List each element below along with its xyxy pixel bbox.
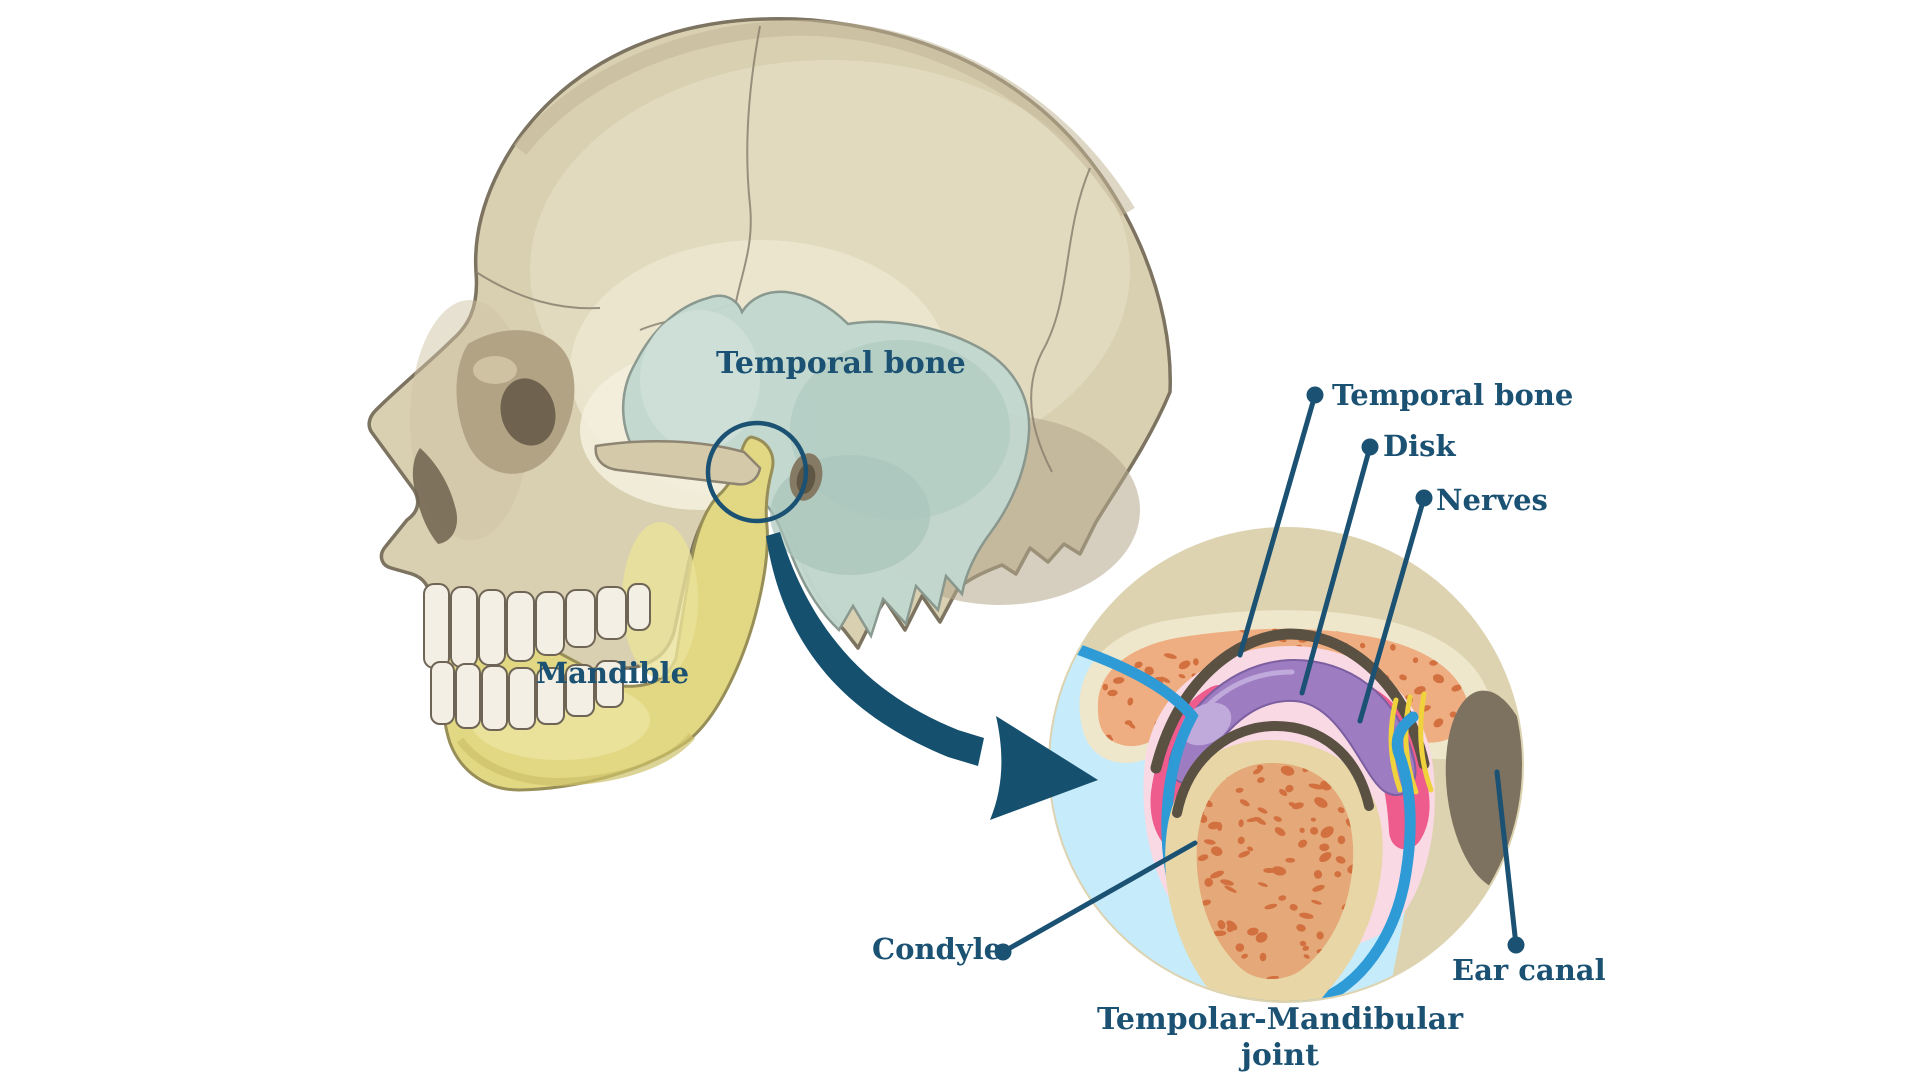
leader-dot-ear-canal [1507, 936, 1525, 954]
inset-fossa-outline [1150, 628, 1430, 774]
cranium-top-shade [513, 19, 1135, 217]
temporal-bone-highlight [610, 290, 1031, 639]
coronal-suture-line [735, 25, 761, 303]
tmj-circle-annotation [705, 420, 809, 524]
inset-label-disk: Disk [1383, 429, 1456, 463]
lower-teeth [430, 660, 624, 731]
skull-illustration [367, 17, 1172, 792]
inset-caption-line1: Tempolar-Mandibular [1096, 1002, 1464, 1037]
nasal-aperture [412, 448, 458, 544]
skull-label-temporal-bone: Temporal bone [716, 346, 966, 381]
inset-label-condyle: Condyle [872, 932, 1003, 966]
inset-caption: Tempolar-Mandibular joint [1080, 1002, 1480, 1074]
leader-dot-temporal-bone [1306, 386, 1324, 404]
leader-line-ear-canal [1494, 769, 1519, 948]
inset-label-nerves: Nerves [1436, 483, 1548, 517]
inset-caption-line2: joint [1241, 1038, 1319, 1073]
lambdoid-suture-line [1030, 167, 1091, 473]
leader-line-temporal-bone [1237, 392, 1318, 658]
inset-nerve-fibers [1388, 691, 1434, 795]
eye-socket [456, 330, 575, 474]
inset-label-ear-canal: Ear canal [1452, 953, 1606, 987]
leader-dot-condyle [994, 943, 1012, 961]
inset-condyle [1165, 720, 1383, 1001]
leader-line-disk [1299, 444, 1373, 696]
inset-label-temporal-bone: Temporal bone [1332, 378, 1574, 412]
leader-dot-nerves [1415, 489, 1433, 507]
zygomatic-arch [594, 439, 762, 486]
leader-dot-disk [1361, 438, 1379, 456]
zoom-arrow [766, 532, 1098, 820]
upper-teeth [423, 583, 651, 669]
temple-suture-line [475, 271, 601, 310]
inset-cartilage-outline [1050, 632, 1419, 1001]
leader-lines [994, 386, 1525, 961]
leader-line-nerves [1357, 495, 1427, 724]
skull-label-mandible: Mandible [536, 656, 690, 690]
leader-line-condyle [1000, 840, 1198, 955]
